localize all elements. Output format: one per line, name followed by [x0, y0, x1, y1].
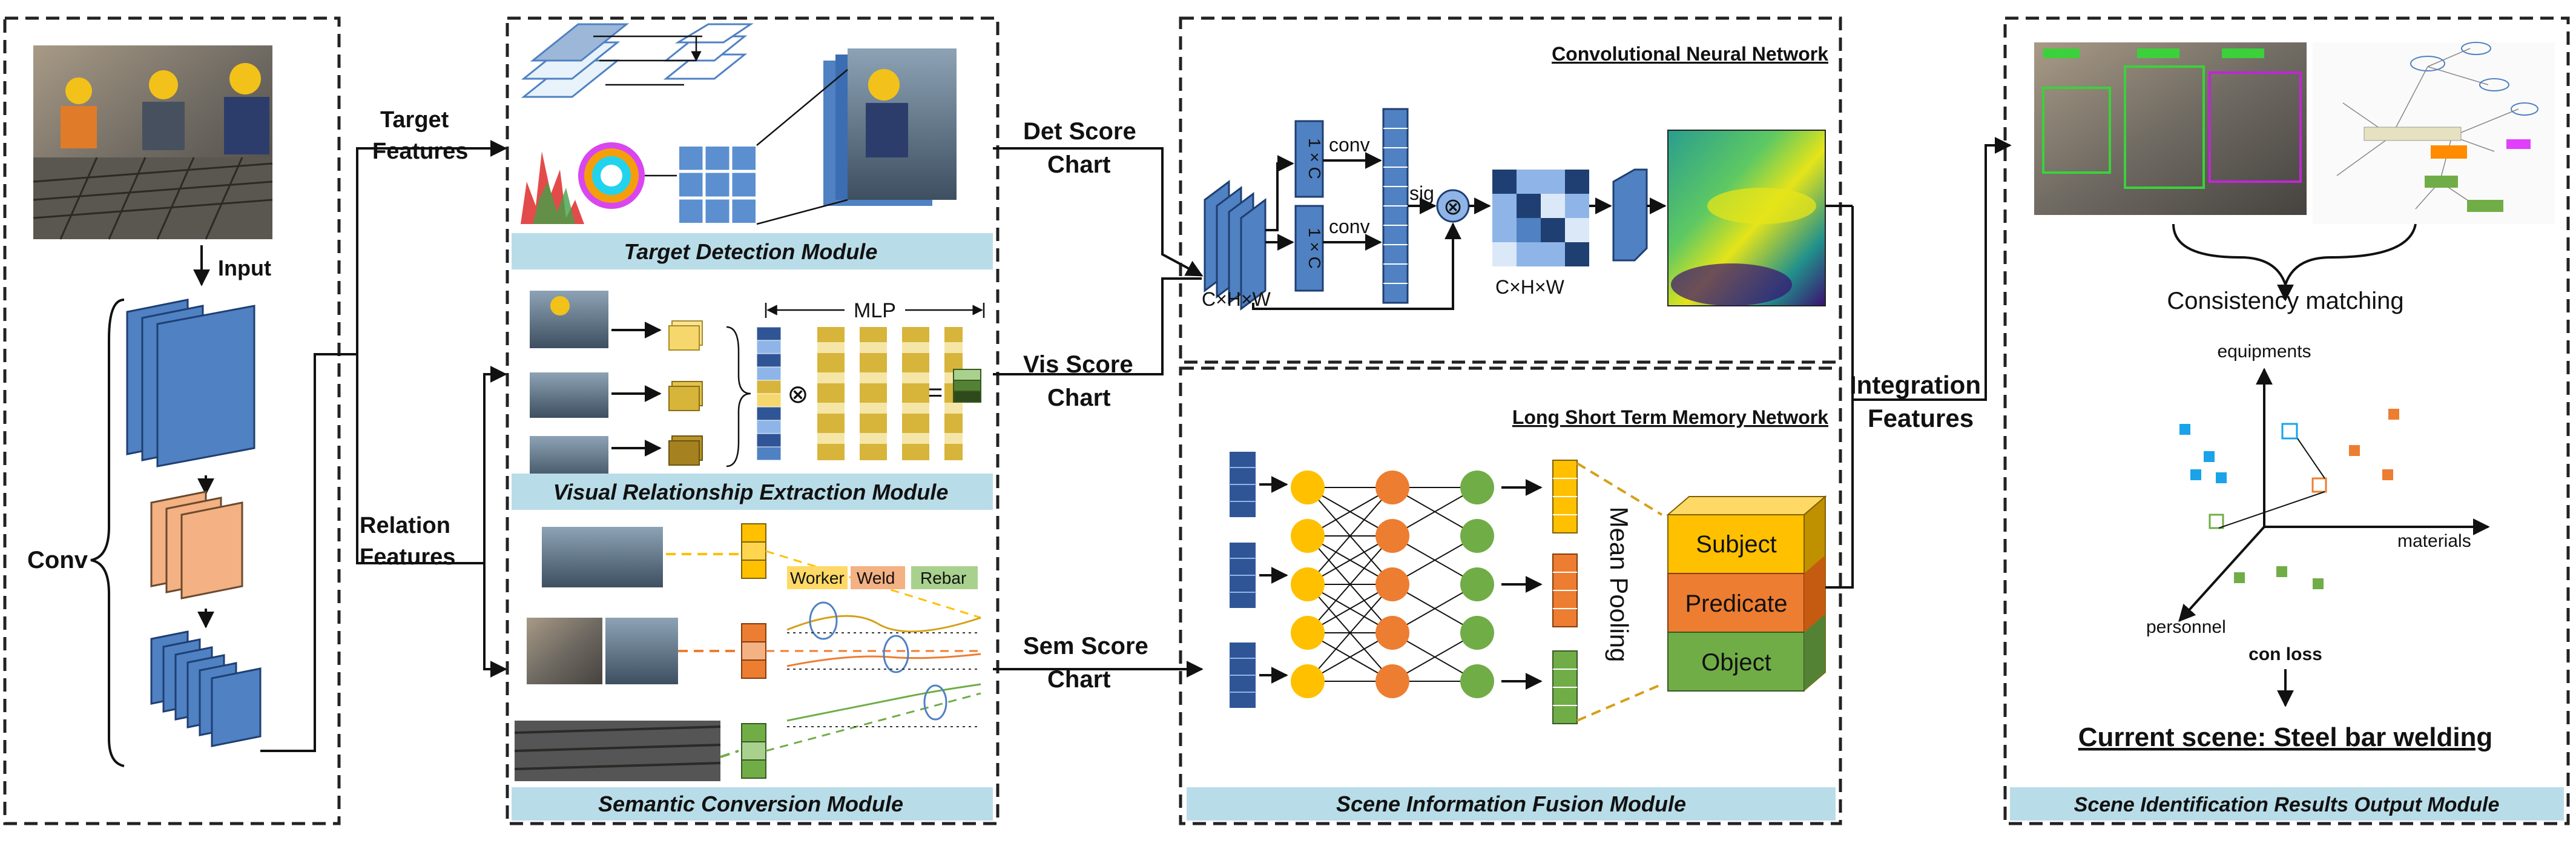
cube-predicate: Predicate [1685, 590, 1788, 617]
vr-otimes: ⊗ [787, 380, 808, 408]
scene-output-title: Scene Identification Results Output Modu… [2074, 793, 2500, 816]
cube-subject: Subject [1696, 531, 1776, 558]
visual-relationship-graphic [530, 291, 985, 481]
result-label: Current scene: Steel bar welding [2078, 722, 2493, 752]
panel-cnn [1179, 16, 1842, 364]
visual-relationship-banner [512, 474, 993, 510]
scene-fusion-title: Scene Information Fusion Module [1336, 791, 1686, 816]
conv-label: Conv [27, 547, 88, 573]
cnn-dims-2: C×H×W [1495, 276, 1565, 298]
cnn-conv-1: conv [1329, 134, 1370, 156]
semantic-conversion-banner [512, 787, 993, 821]
sem-score-label-1: Sem Score [1023, 633, 1148, 659]
axis-personnel: personnel [2146, 617, 2226, 637]
integration-label-2: Features [1868, 404, 1974, 432]
semantic-tag-weld: Weld [857, 569, 895, 587]
vr-equals: = [928, 378, 943, 406]
target-detection-title: Target Detection Module [624, 239, 878, 264]
feature-stack-2 [150, 491, 243, 600]
feature-stack-3 [150, 630, 262, 747]
scene-output-banner [2010, 787, 2564, 821]
semantic-conversion-title: Semantic Conversion Module [598, 791, 903, 816]
visual-relationship-title: Visual Relationship Extraction Module [553, 480, 949, 504]
cube-object: Object [1701, 649, 1771, 676]
lstm-graphic [1228, 451, 1827, 724]
cnn-kernel-2: 1 × C [1305, 228, 1324, 269]
conv-brace [90, 299, 125, 767]
cnn-otimes: ⊗ [1443, 194, 1463, 220]
target-detection-banner [512, 233, 993, 269]
consistency-label: Consistency matching [2167, 288, 2403, 314]
det-score-label-2: Chart [1047, 151, 1110, 178]
output-graphic [2034, 42, 2555, 707]
panel-output [2003, 16, 2570, 825]
integration-label-1: Integration [1850, 371, 1981, 399]
input-label: Input [218, 256, 271, 280]
axis-materials: materials [2397, 531, 2471, 551]
cnn-sig: sig [1409, 182, 1434, 204]
con-loss-label: con loss [2248, 644, 2322, 664]
lstm-title: Long Short Term Memory Network [1512, 406, 1828, 428]
sem-score-label-2: Chart [1047, 666, 1110, 693]
semantic-tag-worker: Worker [790, 569, 845, 587]
target-features-label-1: Target [380, 107, 449, 133]
cnn-title: Convolutional Neural Network [1552, 43, 1828, 65]
target-features-label-2: Features [372, 139, 468, 164]
cnn-kernel-1: 1 × C [1305, 138, 1324, 179]
semantic-tag-rebar: Rebar [920, 569, 966, 587]
input-photo [33, 45, 273, 240]
mlp-label: MLP [854, 299, 896, 322]
semantic-conversion-graphic [514, 523, 981, 781]
panel-lstm [1179, 366, 1842, 825]
mean-pooling-label: Mean Pooling [1605, 507, 1633, 662]
cnn-graphic [1204, 108, 1853, 311]
vis-score-label-2: Chart [1047, 385, 1110, 411]
det-score-label-1: Det Score [1023, 118, 1136, 145]
vis-score-label-1: Vis Score [1023, 351, 1133, 378]
axis-equipments: equipments [2217, 342, 2311, 362]
panel-input [3, 16, 341, 825]
relation-features-label-1: Relation [360, 513, 450, 538]
target-detection-graphic [521, 23, 957, 225]
feature-stack-1 [126, 299, 255, 467]
panel-modules [506, 16, 1000, 825]
relation-features-label-2: Features [360, 544, 455, 570]
cnn-dims-1: C×H×W [1202, 288, 1271, 310]
cnn-conv-2: conv [1329, 216, 1370, 237]
scene-fusion-banner [1187, 787, 1836, 821]
